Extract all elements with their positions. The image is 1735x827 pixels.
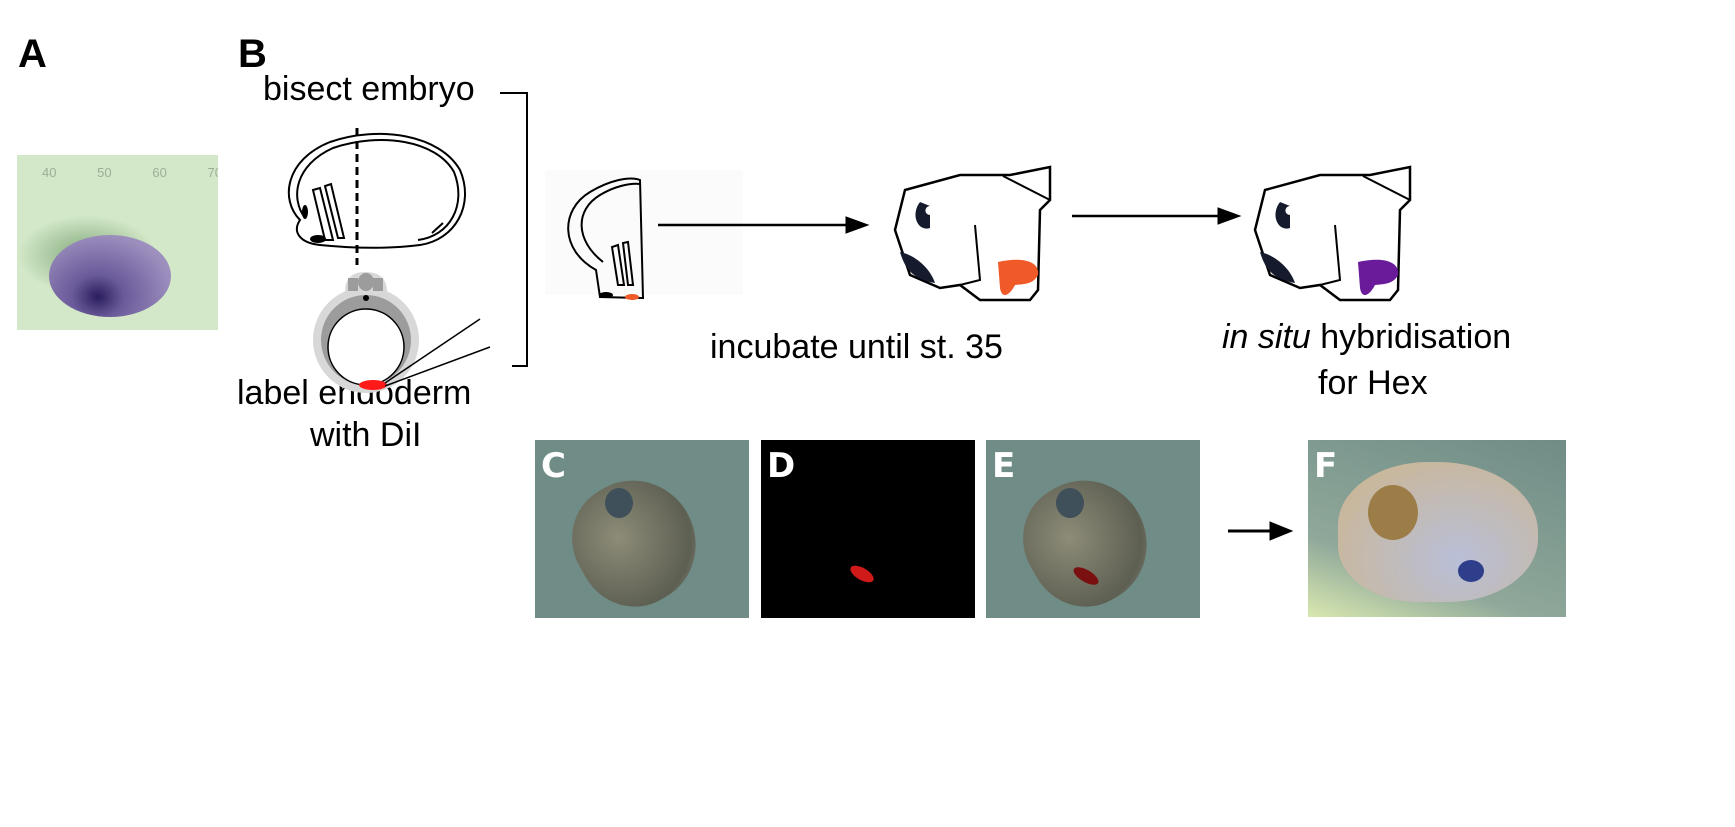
dii-label-spot [359,380,387,390]
step-insitu-line2: for Hex [1318,364,1428,402]
panel-label-a: A [18,32,47,76]
embryo [1002,458,1170,618]
hex-stain [1458,560,1484,582]
photo-d-fluorescence: D [761,440,975,618]
embryo [551,458,719,618]
dii-signal [847,562,877,586]
embryo-whole-drawing [287,132,466,249]
panel-label-b: B [238,32,267,76]
panel-label-f: F [1314,446,1338,486]
arrow-2 [1072,207,1242,225]
step-incubate-label: incubate until st. 35 [710,328,1003,366]
dii-label-half [625,294,639,300]
scale-tick: 70 [207,165,218,180]
step-label-line2: with DiI [310,416,422,454]
panel-label-d: D [767,446,796,486]
scale-tick: 40 [42,165,57,180]
arrow-3 [1228,521,1294,541]
scale-tick: 60 [152,165,167,180]
panel-label-e: E [992,446,1016,486]
eye [1056,488,1084,518]
eye-spot [302,205,308,219]
half-embryo-drawing [567,177,645,300]
eye [1368,485,1418,540]
step-insitu-line1: in situ hybridisation [1222,320,1511,354]
tadpole-insitu-drawing [1253,165,1412,302]
tadpole-incubated-drawing [893,165,1052,302]
half-embryo-bg [545,170,743,295]
cement-gland [310,235,326,243]
micropipette [384,318,481,384]
arrow-1 [658,216,870,234]
photo-f-insitu: F [1308,440,1566,617]
embryo-stained [49,235,171,317]
embryo [1338,462,1538,602]
bracket [500,92,528,367]
panel-label-c: C [541,446,566,486]
panel-a-photo: 40 50 60 70 [17,155,218,330]
step-bisect-label: bisect embryo [263,70,475,108]
photo-c-brightfield: C [535,440,749,618]
dii-expanded-region [998,259,1039,296]
insitu-italic: in situ [1222,318,1311,356]
insitu-rest: hybridisation [1310,318,1512,356]
scale-tick: 50 [97,165,112,180]
photo-e-overlay: E [986,440,1200,618]
eye [605,488,633,518]
hex-stain-region [1358,259,1399,296]
scale-ruler: 40 50 60 70 [42,165,218,180]
section-ring-drawing [313,272,491,393]
